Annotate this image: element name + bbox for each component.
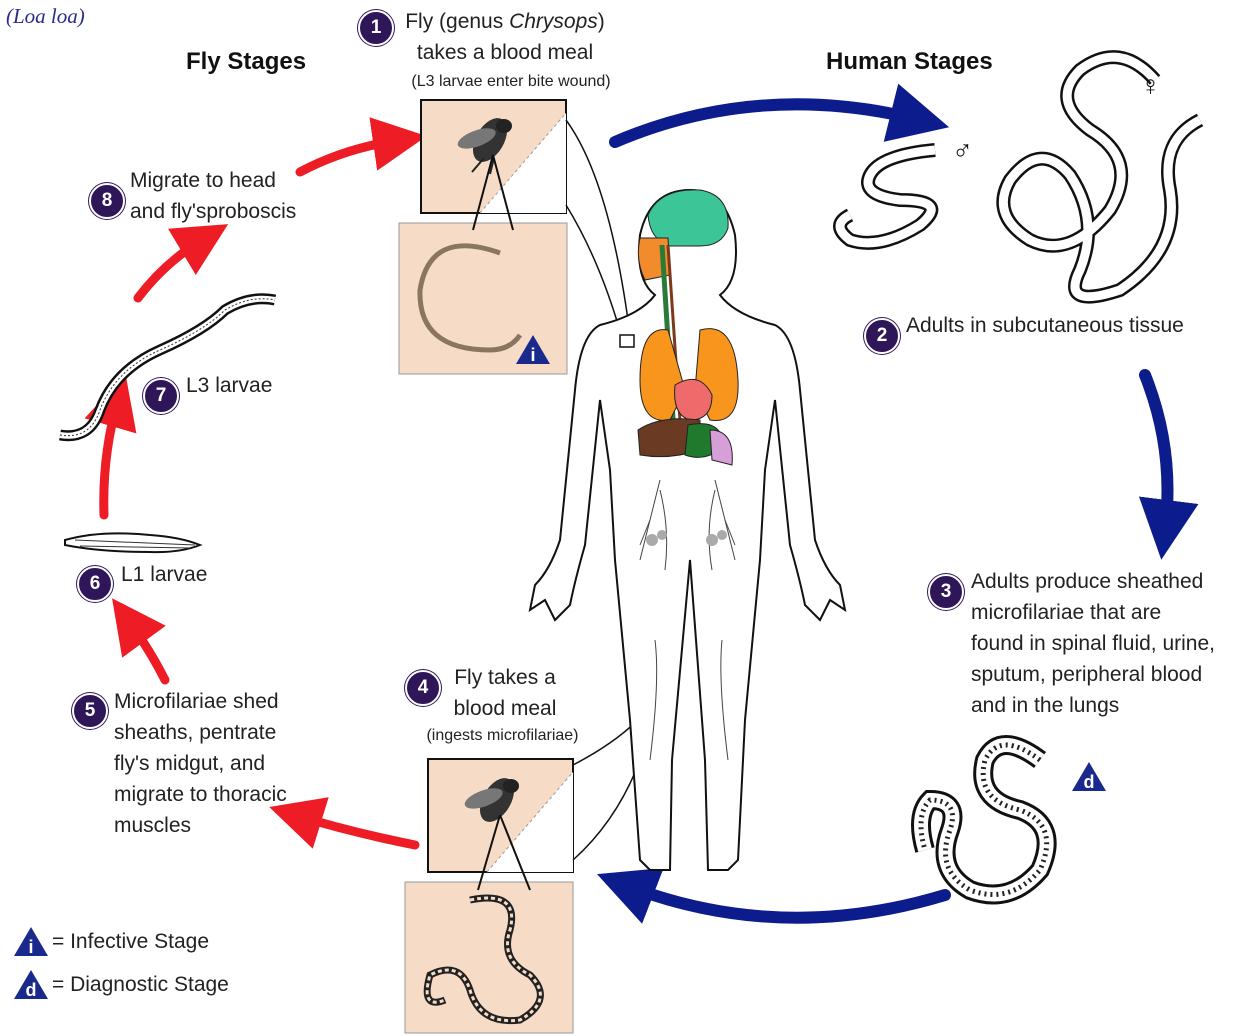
arrow-2-to-3 bbox=[1145, 375, 1168, 530]
step-7-text: L3 larvae bbox=[186, 370, 272, 401]
step-6-text: L1 larvae bbox=[121, 559, 207, 590]
svg-text:d: d bbox=[26, 980, 37, 1000]
step-1-note: (L3 larvae enter bite wound) bbox=[386, 72, 636, 92]
species-name: (Loa loa) bbox=[6, 4, 85, 29]
l3-larva-worm bbox=[60, 299, 275, 436]
svg-text:i: i bbox=[28, 937, 33, 957]
step-1-text: Fly (genus Chrysops) takes a blood meal bbox=[400, 6, 610, 68]
step-2-text: Adults in subcutaneous tissue bbox=[906, 310, 1184, 341]
fly-stages-heading: Fly Stages bbox=[186, 48, 306, 76]
arrow-4-to-5 bbox=[295, 815, 415, 845]
legend-diagnostic-icon: d bbox=[14, 970, 48, 1000]
arrow-6-to-7 bbox=[104, 400, 118, 515]
step-5-badge: 5 bbox=[72, 693, 108, 729]
l1-larva-worm bbox=[65, 533, 200, 552]
female-symbol: ♀ bbox=[1140, 70, 1161, 101]
human-stages-heading: Human Stages bbox=[826, 48, 993, 76]
svg-text:i: i bbox=[530, 345, 535, 365]
arrow-8-to-1 bbox=[300, 140, 400, 172]
legend-infective-icon: i bbox=[14, 927, 48, 957]
human-figure bbox=[530, 190, 845, 870]
step-7-badge: 7 bbox=[143, 378, 179, 414]
sheathed-microfilaria bbox=[921, 745, 1047, 895]
step-2-badge: 2 bbox=[864, 318, 900, 354]
svg-text:d: d bbox=[1084, 772, 1095, 792]
arrow-7-to-8 bbox=[138, 238, 205, 298]
step-5-text: Microfilariae shed sheaths, pentrate fly… bbox=[114, 686, 287, 841]
step-3-text: Adults produce sheathed microfilariae th… bbox=[971, 566, 1215, 721]
legend-infective-label: = Infective Stage bbox=[52, 930, 209, 954]
step-8-text: Migrate to head and fly'sproboscis bbox=[130, 165, 296, 227]
diagnostic-marker-icon: d bbox=[1072, 762, 1106, 792]
body-outline bbox=[530, 190, 845, 870]
step-4-note: (ingests microfilariae) bbox=[405, 726, 600, 746]
arrow-1-to-2 bbox=[615, 104, 920, 142]
male-symbol: ♂ bbox=[952, 135, 973, 166]
arrow-3-to-4 bbox=[625, 885, 945, 918]
arrow-5-to-6 bbox=[128, 620, 165, 680]
step-6-badge: 6 bbox=[77, 566, 113, 602]
legend-diagnostic-label: = Diagnostic Stage bbox=[52, 973, 229, 997]
step-4-text: Fly takes a blood meal bbox=[430, 662, 580, 724]
adult-female-worm bbox=[1003, 57, 1200, 297]
microfilaria-inset-bottom bbox=[405, 882, 573, 1033]
step-1-badge: 1 bbox=[358, 10, 394, 46]
step-3-badge: 3 bbox=[928, 574, 964, 610]
step-8-badge: 8 bbox=[89, 183, 125, 219]
adult-male-worm bbox=[840, 150, 935, 243]
